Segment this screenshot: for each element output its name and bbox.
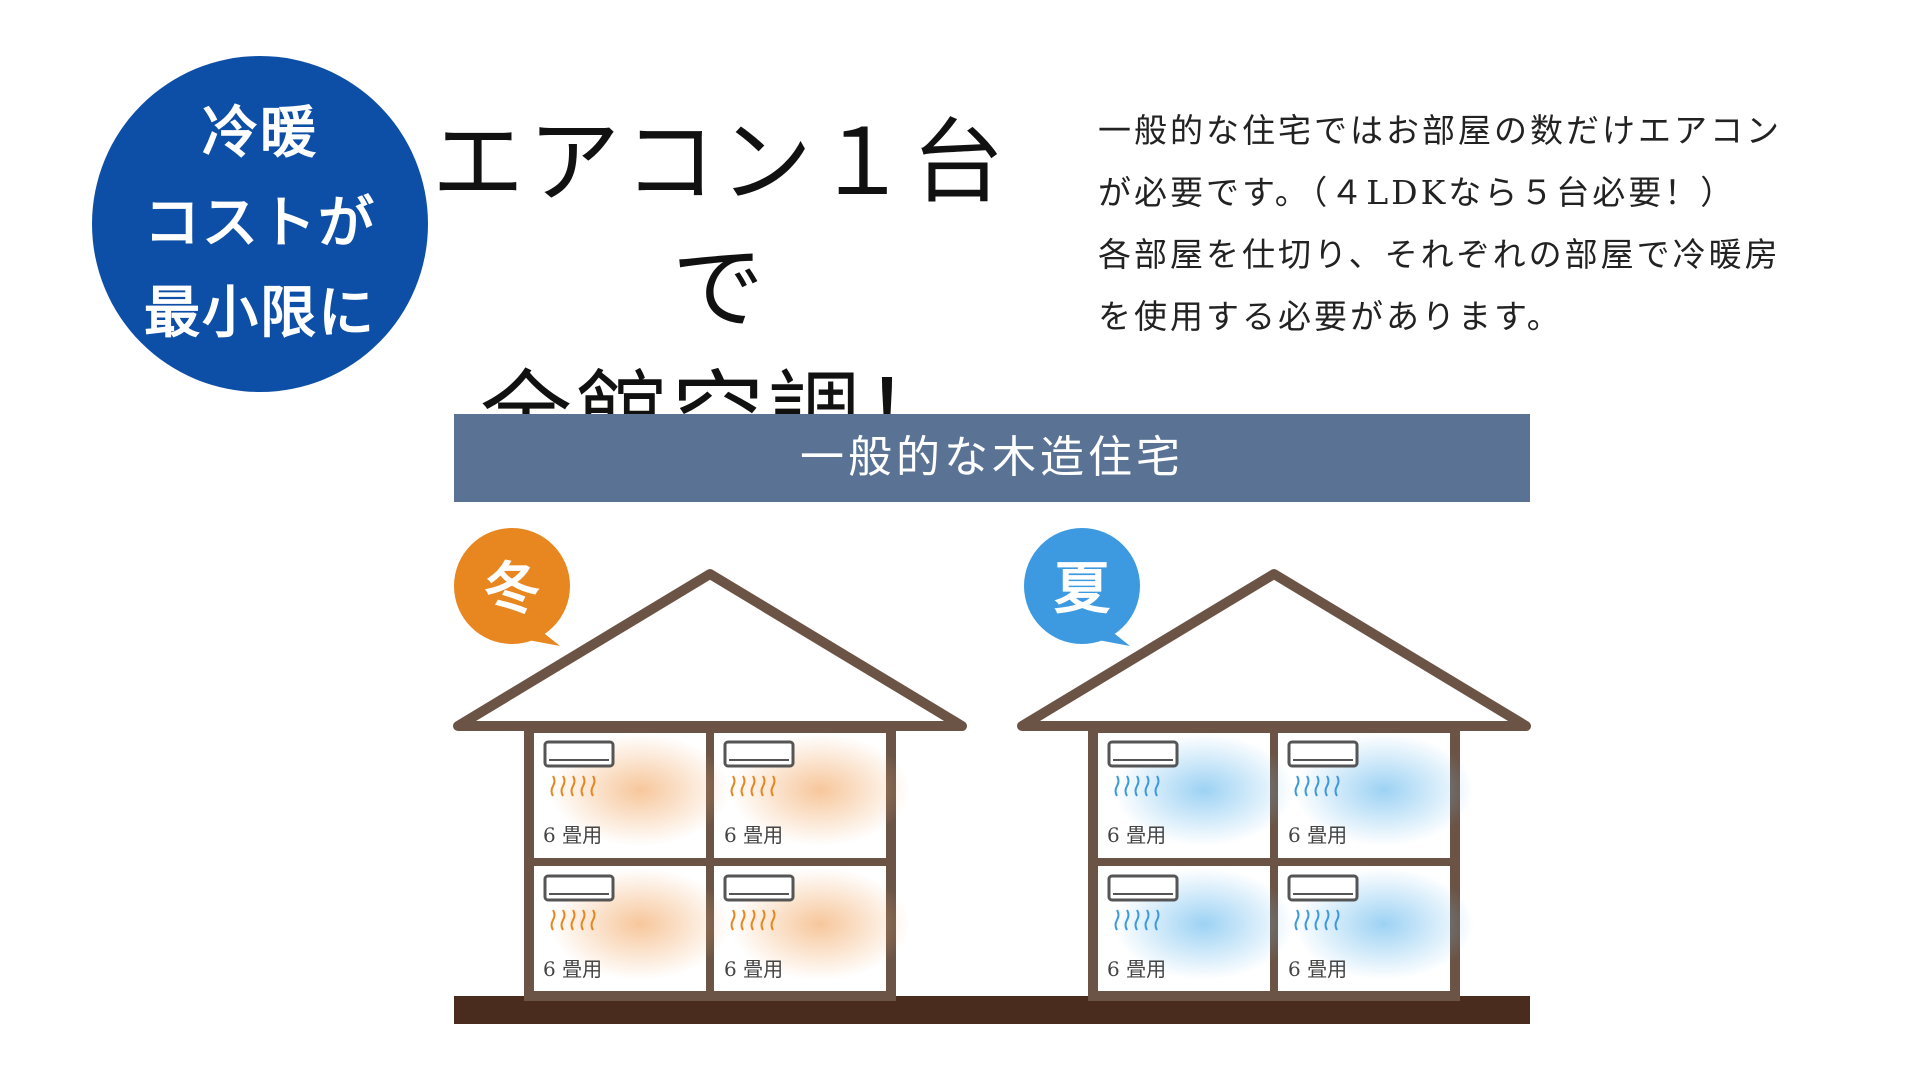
- headline-line-1: エアコン１台で: [431, 109, 1008, 342]
- aircon-unit-icon: [1107, 874, 1179, 902]
- cost-badge: 冷暖 コストが 最小限に: [92, 56, 428, 392]
- aircon-unit-icon: [723, 740, 795, 768]
- cost-badge-line-2: コストが: [144, 191, 376, 256]
- cost-badge-line-1: 冷暖: [202, 101, 318, 166]
- house-summer: 6 畳用 6 畳用 6 畳用 6 畳用 夏: [1017, 528, 1531, 1001]
- room-label: 6 畳用: [1107, 823, 1166, 847]
- headline: エアコン１台で 全館空調！: [420, 100, 1020, 478]
- room-label: 6 畳用: [724, 957, 783, 981]
- aircon-unit-icon: [543, 740, 615, 768]
- cost-badge-line-3: 最小限に: [144, 281, 376, 346]
- season-badge-summer: 夏: [1024, 528, 1140, 646]
- season-badge-winter: 冬: [454, 528, 570, 646]
- description-line-4: を使用する必要があります。: [1098, 297, 1563, 336]
- warm-air-icon: [550, 775, 776, 931]
- description: 一般的な住宅ではお部屋の数だけエアコン が必要です。（４LDKなら５台必要！） …: [1098, 100, 1898, 348]
- room-label: 6 畳用: [1288, 823, 1347, 847]
- aircon-unit-icon: [1287, 740, 1359, 768]
- aircon-unit-icon: [1107, 740, 1179, 768]
- cool-air-icon: [1114, 775, 1340, 931]
- season-label-summer: 夏: [1054, 556, 1111, 622]
- room-label: 6 畳用: [543, 957, 602, 981]
- aircon-unit-icon: [543, 874, 615, 902]
- description-line-3: 各部屋を仕切り、それぞれの部屋で冷暖房: [1098, 235, 1781, 274]
- room-label: 6 畳用: [1288, 957, 1347, 981]
- room-label: 6 畳用: [1107, 957, 1166, 981]
- house-winter: 6 畳用 6 畳用 6 畳用 6 畳用 冬: [453, 528, 967, 1001]
- season-label-winter: 冬: [484, 556, 540, 622]
- aircon-unit-icon: [1287, 874, 1359, 902]
- room-label: 6 畳用: [543, 823, 602, 847]
- description-line-1: 一般的な住宅ではお部屋の数だけエアコン: [1098, 111, 1782, 150]
- house-type-banner: 一般的な木造住宅: [454, 414, 1530, 502]
- room-label: 6 畳用: [724, 823, 783, 847]
- description-line-2: が必要です。（４LDKなら５台必要！）: [1098, 173, 1737, 212]
- aircon-unit-icon: [723, 874, 795, 902]
